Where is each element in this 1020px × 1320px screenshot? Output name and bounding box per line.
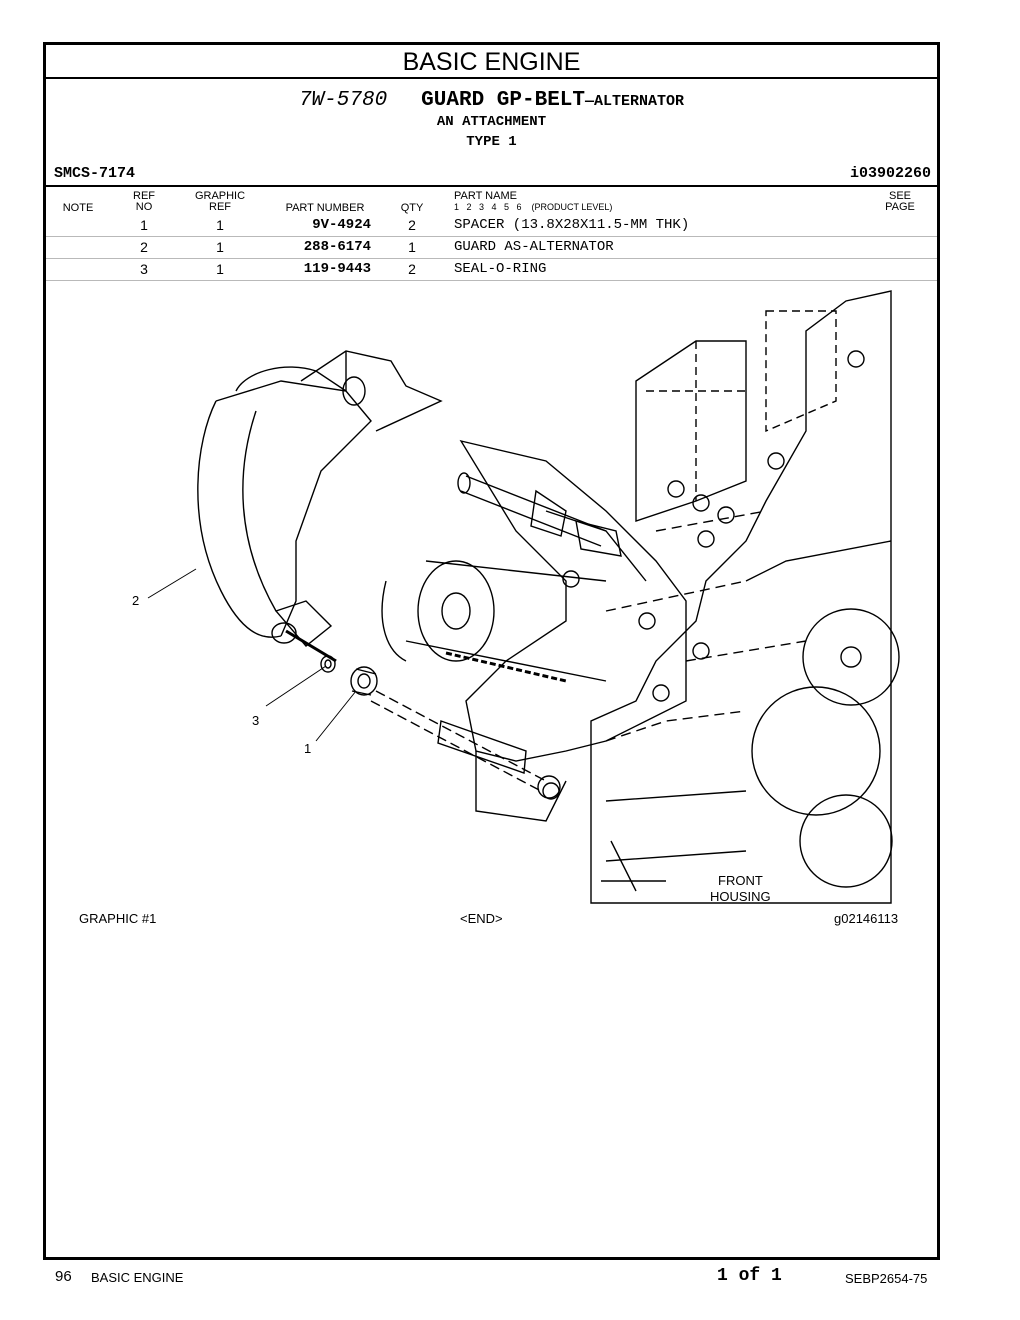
part-number: 288-6174 bbox=[303, 239, 371, 255]
info-reference: i03902260 bbox=[849, 165, 931, 182]
spacer bbox=[350, 666, 378, 696]
callout-3: 3 bbox=[252, 713, 260, 728]
table-row: 3 1 119-9443 2 SEAL-O-RING bbox=[46, 259, 937, 281]
group-part-number: 7W-5780 bbox=[298, 89, 388, 112]
graphic-ref: 1 bbox=[216, 261, 224, 277]
graphic-ref: 1 bbox=[216, 239, 224, 255]
callout-leaders bbox=[147, 568, 357, 742]
engine-block bbox=[590, 290, 900, 904]
ref-no: 1 bbox=[140, 217, 148, 233]
label-front: FRONT bbox=[718, 873, 763, 888]
footer-doc-id: SEBP2654-75 bbox=[845, 1271, 928, 1286]
quantity: 2 bbox=[408, 261, 416, 277]
pivot-bolt bbox=[370, 690, 561, 799]
graphic-label: GRAPHIC #1 bbox=[79, 911, 157, 926]
label-housing: HOUSING bbox=[710, 889, 771, 904]
page-frame: BASIC ENGINE 7W-5780 GUARD GP-BELT—ALTERN… bbox=[43, 42, 940, 1260]
group-attachment: AN ATTACHMENT bbox=[436, 114, 547, 130]
end-label: <END> bbox=[460, 911, 503, 926]
belt-pulley bbox=[381, 560, 607, 683]
group-type: TYPE 1 bbox=[466, 134, 517, 150]
quantity: 1 bbox=[408, 239, 416, 255]
group-name-suffix: —ALTERNATOR bbox=[585, 93, 685, 110]
graphic-id: g02146113 bbox=[834, 911, 899, 926]
header-rule bbox=[46, 185, 937, 187]
alternator-guard bbox=[197, 350, 443, 663]
footer-section: BASIC ENGINE bbox=[91, 1270, 184, 1285]
engine-drawing bbox=[147, 290, 900, 904]
part-name: SEAL-O-RING bbox=[454, 261, 547, 277]
group-name: GUARD GP-BELT bbox=[421, 89, 585, 112]
part-name: SPACER (13.8X28X11.5-MM THK) bbox=[454, 217, 690, 233]
col-note: NOTE bbox=[62, 202, 94, 214]
ref-no: 2 bbox=[140, 239, 148, 255]
smcs-code: SMCS-7174 bbox=[54, 165, 136, 182]
group-header: 7W-5780 GUARD GP-BELT—ALTERNATOR AN ATTAC… bbox=[46, 89, 937, 152]
quantity: 2 bbox=[408, 217, 416, 233]
part-number: 119-9443 bbox=[303, 261, 371, 277]
section-title: BASIC ENGINE bbox=[46, 45, 937, 79]
callout-2: 2 bbox=[132, 593, 140, 608]
graphic-ref: 1 bbox=[216, 217, 224, 233]
table-row: 2 1 288-6174 1 GUARD AS-ALTERNATOR bbox=[46, 237, 937, 259]
seal-o-ring bbox=[320, 655, 336, 673]
col-qty: QTY bbox=[400, 202, 424, 214]
parts-illustration: 2 3 1 FRONT HOUSING bbox=[46, 281, 937, 911]
callout-1: 1 bbox=[304, 741, 312, 756]
adjusting-rod bbox=[457, 472, 622, 557]
ref-no: 3 bbox=[140, 261, 148, 277]
alternator-bracket bbox=[459, 439, 687, 822]
footer-page-of: 1 of 1 bbox=[717, 1266, 782, 1286]
footer-page-number: 96 bbox=[55, 1268, 72, 1285]
part-number: 9V-4924 bbox=[312, 217, 371, 233]
col-part-number: PART NUMBER bbox=[285, 202, 365, 214]
table-row: 1 1 9V-4924 2 SPACER (13.8X28X11.5-MM TH… bbox=[46, 215, 937, 237]
part-name: GUARD AS-ALTERNATOR bbox=[454, 239, 614, 255]
